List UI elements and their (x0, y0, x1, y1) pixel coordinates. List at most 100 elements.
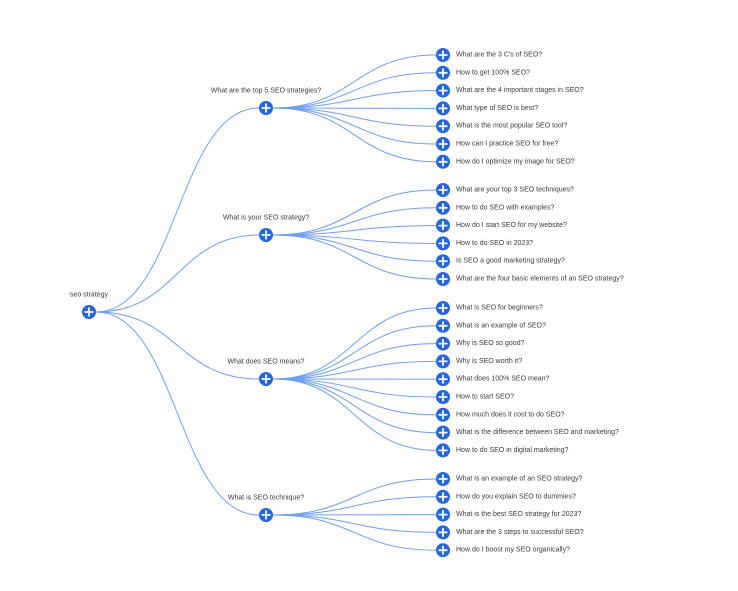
leaf-node-expand-button[interactable] (436, 48, 450, 62)
plus-icon (438, 220, 448, 231)
leaf-node-label: What are your top 3 SEO techniques? (456, 187, 574, 194)
plus-icon (438, 509, 448, 520)
leaf-node-expand-button[interactable] (436, 318, 450, 333)
plus-icon (438, 445, 448, 456)
connector-lines (95, 54, 437, 551)
branch-node-expand-button[interactable] (259, 372, 273, 386)
leaf-node-label: What is an example of an SEO strategy? (456, 476, 583, 483)
leaf-node-expand-button[interactable] (436, 525, 450, 540)
branch-node-expand-button[interactable] (259, 101, 273, 115)
plus-icon (261, 374, 271, 384)
leaf-node-label: How to do SEO in digital marketing? (456, 447, 569, 454)
leaf-node-label: What is the most popular SEO tool? (456, 123, 567, 130)
plus-icon (438, 50, 448, 60)
plus-icon (438, 139, 448, 149)
branch-to-leaf-edge (272, 234, 437, 262)
leaf-node-label: How to do SEO with examples? (456, 204, 555, 211)
leaf-node-label: How do I boost my SEO organically? (456, 547, 570, 554)
leaf-node-label: How do I optimize my image for SEO? (456, 158, 575, 165)
branch-to-leaf-edge (272, 207, 437, 236)
plus-icon (438, 527, 448, 538)
leaf-node-expand-button[interactable] (436, 543, 450, 558)
leaf-node-expand-button[interactable] (436, 137, 450, 151)
branch-to-leaf-edge (272, 378, 437, 451)
leaf-node-expand-button[interactable] (436, 218, 450, 233)
root-to-branch-edge (95, 107, 260, 313)
branch-to-leaf-edge (272, 107, 437, 127)
plus-icon (438, 545, 448, 555)
plus-icon (438, 121, 448, 131)
leaf-node-expand-button[interactable] (436, 407, 450, 422)
plus-icon (438, 392, 448, 402)
plus-icon (438, 474, 448, 484)
leaf-node-expand-button[interactable] (436, 183, 450, 197)
leaf-node-expand-button[interactable] (436, 200, 450, 215)
branch-to-leaf-edge (272, 90, 437, 109)
leaf-node-label: What are the 3 C's of SEO? (456, 52, 542, 59)
branch-to-leaf-edge (272, 514, 437, 551)
branch-node-label: What is your SEO strategy? (223, 215, 309, 222)
leaf-node-expand-button[interactable] (436, 236, 450, 251)
leaf-node-expand-button[interactable] (436, 354, 450, 369)
leaf-node-label: How can I practice SEO for free? (456, 141, 558, 148)
leaf-node-expand-button[interactable] (436, 301, 450, 315)
branch-node-expand-button[interactable] (259, 508, 273, 522)
leaf-node-expand-button[interactable] (436, 83, 450, 98)
leaf-node-label: How much does it cost to do SEO? (456, 411, 565, 418)
branch-to-leaf-edge (272, 343, 437, 380)
leaf-node-label: What are the 4 important stages in SEO? (456, 87, 584, 94)
leaf-node-expand-button[interactable] (436, 372, 450, 387)
leaf-node-expand-button[interactable] (436, 101, 450, 116)
leaf-node-label: Why is SEO so good? (456, 340, 525, 347)
leaf-node-expand-button[interactable] (436, 443, 450, 458)
branch-to-leaf-edge (272, 54, 437, 109)
leaf-node-label: What does 100% SEO mean? (456, 376, 549, 383)
plus-icon (438, 203, 448, 213)
leaf-node-expand-button[interactable] (436, 507, 450, 522)
branch-node-label: What does SEO means? (227, 359, 304, 366)
leaf-node-expand-button[interactable] (436, 119, 450, 134)
plus-icon (438, 338, 448, 349)
leaf-node-expand-button[interactable] (436, 254, 450, 269)
leaf-node-label: Why is SEO worth it? (456, 358, 522, 365)
root-node-label: seo strategy (70, 292, 109, 299)
plus-icon (261, 103, 271, 113)
leaf-node-label: How do you explain SEO to dummies? (456, 493, 576, 500)
leaf-node-label: What are the 3 steps to successful SEO? (456, 529, 584, 536)
branch-to-leaf-edge (272, 360, 437, 380)
plus-icon (438, 356, 448, 367)
branch-node-label: What is SEO technique? (228, 495, 304, 502)
leaf-node-label: What are the four basic elements of an S… (456, 276, 624, 283)
plus-icon (438, 185, 448, 195)
leaf-node-expand-button[interactable] (436, 65, 450, 80)
leaf-node-label: What type of SEO is best? (456, 105, 538, 112)
plus-icon (261, 510, 271, 520)
plus-icon (438, 303, 448, 313)
branch-to-leaf-edge (272, 378, 437, 434)
branch-to-leaf-edge (272, 378, 437, 398)
root-node-expand-button[interactable] (82, 305, 96, 319)
leaf-node-expand-button[interactable] (436, 272, 450, 286)
plus-icon (438, 427, 448, 438)
leaf-node-expand-button[interactable] (436, 336, 450, 351)
leaf-node-expand-button[interactable] (436, 390, 450, 404)
leaf-node-expand-button[interactable] (436, 472, 450, 486)
leaf-node-label: What is an example of SEO? (456, 322, 546, 329)
plus-icon (438, 103, 448, 114)
branch-to-leaf-edge (272, 325, 437, 380)
root-to-branch-edge (95, 234, 260, 313)
plus-icon (438, 85, 448, 96)
branch-to-leaf-edge (272, 234, 437, 244)
plus-icon (261, 230, 271, 240)
branch-node-expand-button[interactable] (259, 228, 273, 242)
leaf-node-label: What is SEO for beginners? (456, 305, 543, 312)
leaf-node-expand-button[interactable] (436, 425, 450, 440)
leaf-node-expand-button[interactable] (436, 154, 450, 169)
root-to-branch-edge (95, 311, 260, 516)
leaf-node-label: Is SEO a good marketing strategy? (456, 258, 565, 265)
plus-icon (438, 68, 448, 78)
branch-to-leaf-edge (272, 514, 437, 533)
plus-icon (438, 274, 448, 284)
leaf-node-expand-button[interactable] (436, 489, 450, 504)
